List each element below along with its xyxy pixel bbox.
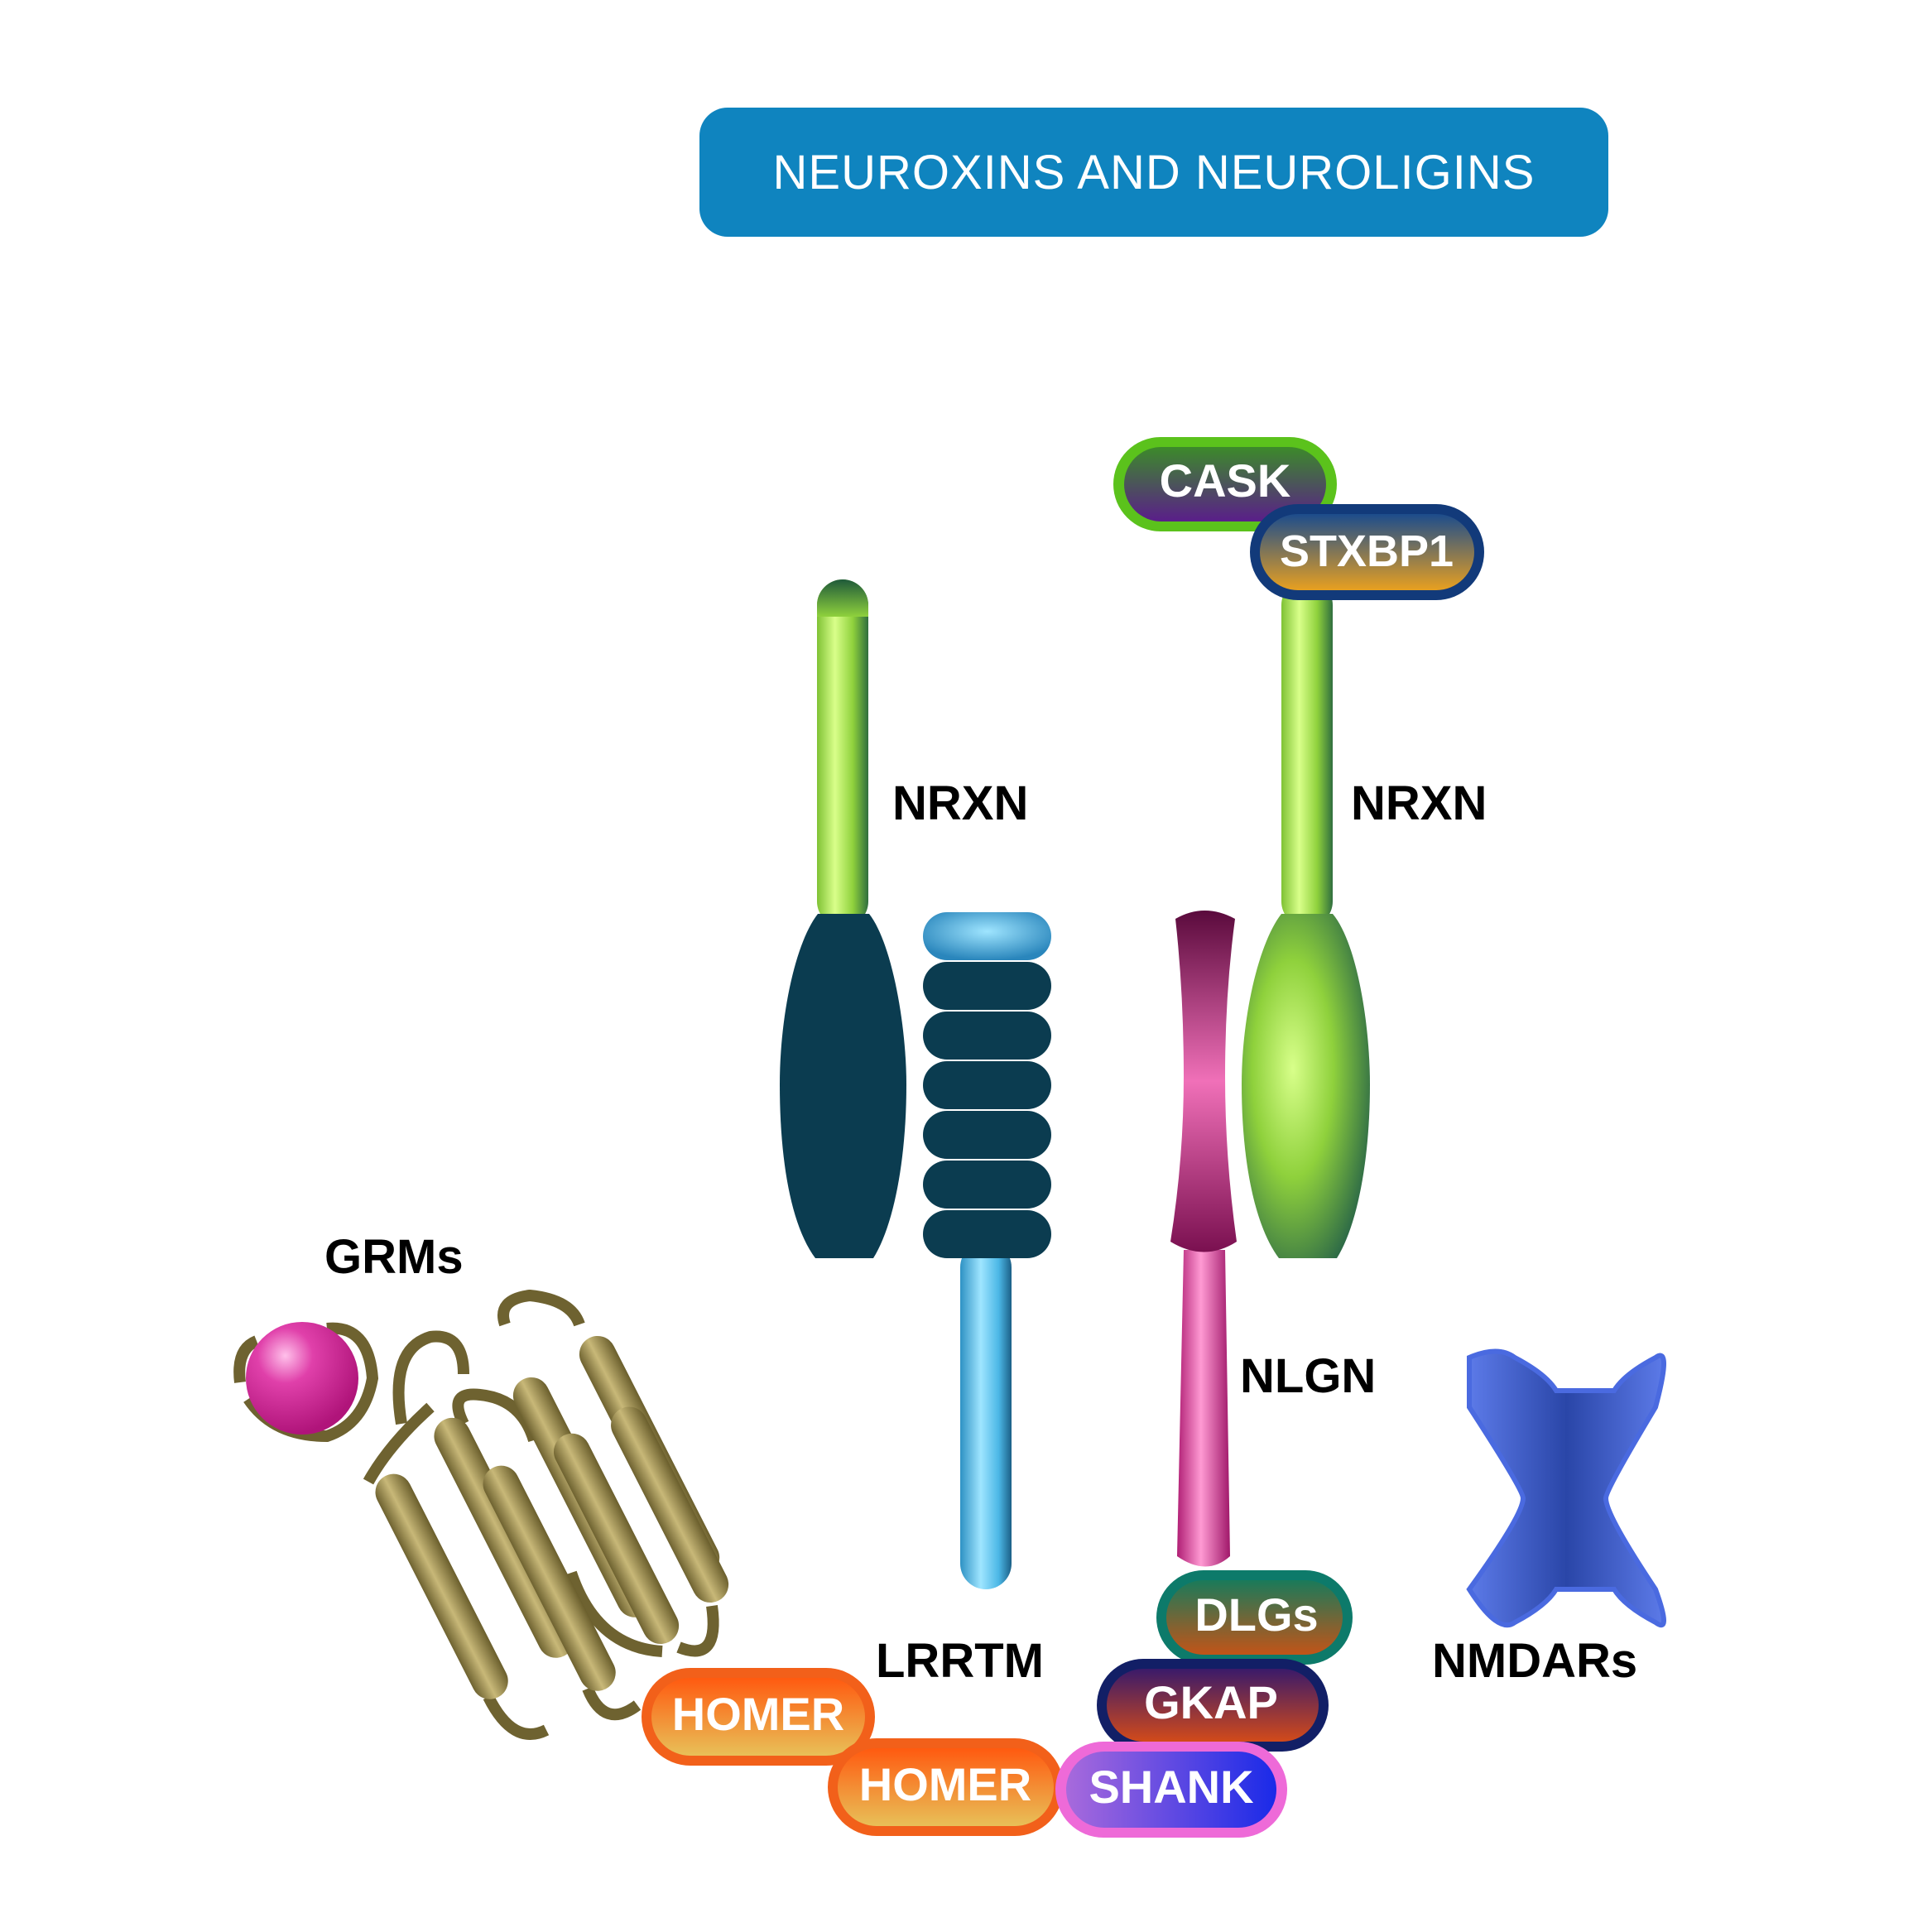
page-title: NEUROXINS AND NEUROLIGINS: [699, 108, 1608, 237]
lrrtm: [923, 912, 1051, 1589]
lrrtm-repeat: [923, 1210, 1051, 1258]
nrxn-right-label: NRXN: [1351, 776, 1487, 830]
nrxn-left-domain: [780, 914, 906, 1258]
lrrtm-repeat: [923, 1061, 1051, 1109]
gkap-label: GKAP: [1144, 1676, 1278, 1728]
nrxn-right-rod: [1281, 579, 1333, 927]
grm-helix: [375, 1473, 508, 1699]
lrrtm-rod: [960, 1242, 1012, 1589]
nrxn-left-cap: [817, 579, 868, 617]
shank-pill: SHANK: [1055, 1742, 1287, 1838]
nlgn-label: NLGN: [1240, 1349, 1376, 1403]
cask-label: CASK: [1160, 454, 1291, 507]
grm-helix: [483, 1465, 616, 1691]
homer-pill-1: HOMER: [642, 1668, 875, 1766]
grm-ball-cradle: [233, 1335, 260, 1383]
lrrtm-repeat: [923, 1111, 1051, 1159]
grm-receptor: [233, 1289, 729, 1740]
nrxn-right-domain: [1242, 914, 1370, 1258]
grms-label: GRMs: [324, 1230, 464, 1284]
shank-label: SHANK: [1089, 1761, 1253, 1813]
grm-loop: [565, 1570, 663, 1657]
lrrtm-repeat: [923, 962, 1051, 1010]
lrrtm-repeat: [923, 1161, 1051, 1209]
dlgs-label: DLGs: [1194, 1588, 1318, 1641]
homer-label-2: HOMER: [859, 1758, 1031, 1810]
nmdar-channel: [1466, 1348, 1666, 1628]
stxbp1-pill: STXBP1: [1250, 504, 1484, 600]
homer-label-1: HOMER: [672, 1688, 844, 1740]
gkap-pill: GKAP: [1097, 1659, 1329, 1752]
nrxn-right: [1242, 579, 1370, 1258]
lrrtm-cap: [923, 912, 1051, 960]
grm-loop: [676, 1605, 719, 1657]
grm-loop: [582, 1686, 642, 1721]
homer-pill-2: HOMER: [828, 1738, 1064, 1836]
nlgn-rod: [1177, 1250, 1230, 1567]
nlgn: [1170, 911, 1237, 1567]
nrxn-left-label: NRXN: [892, 776, 1028, 830]
grm-helix: [553, 1433, 680, 1645]
dlgs-pill: DLGs: [1156, 1570, 1353, 1665]
nlgn-domain: [1170, 911, 1237, 1252]
grm-loop: [483, 1694, 550, 1740]
lrrtm-repeat: [923, 1012, 1051, 1060]
grm-helix: [611, 1406, 729, 1603]
nrxn-left-rod: [817, 579, 868, 927]
nrxn-left: [780, 579, 906, 1258]
lrrtm-label: LRRTM: [876, 1634, 1044, 1688]
grm-loop: [392, 1330, 469, 1425]
grm-ligand-ball: [246, 1322, 358, 1435]
grm-loop: [497, 1289, 585, 1327]
stxbp1-label: STXBP1: [1280, 526, 1454, 576]
grm-loop: [363, 1402, 435, 1485]
nmdars-label: NMDARs: [1432, 1634, 1637, 1688]
